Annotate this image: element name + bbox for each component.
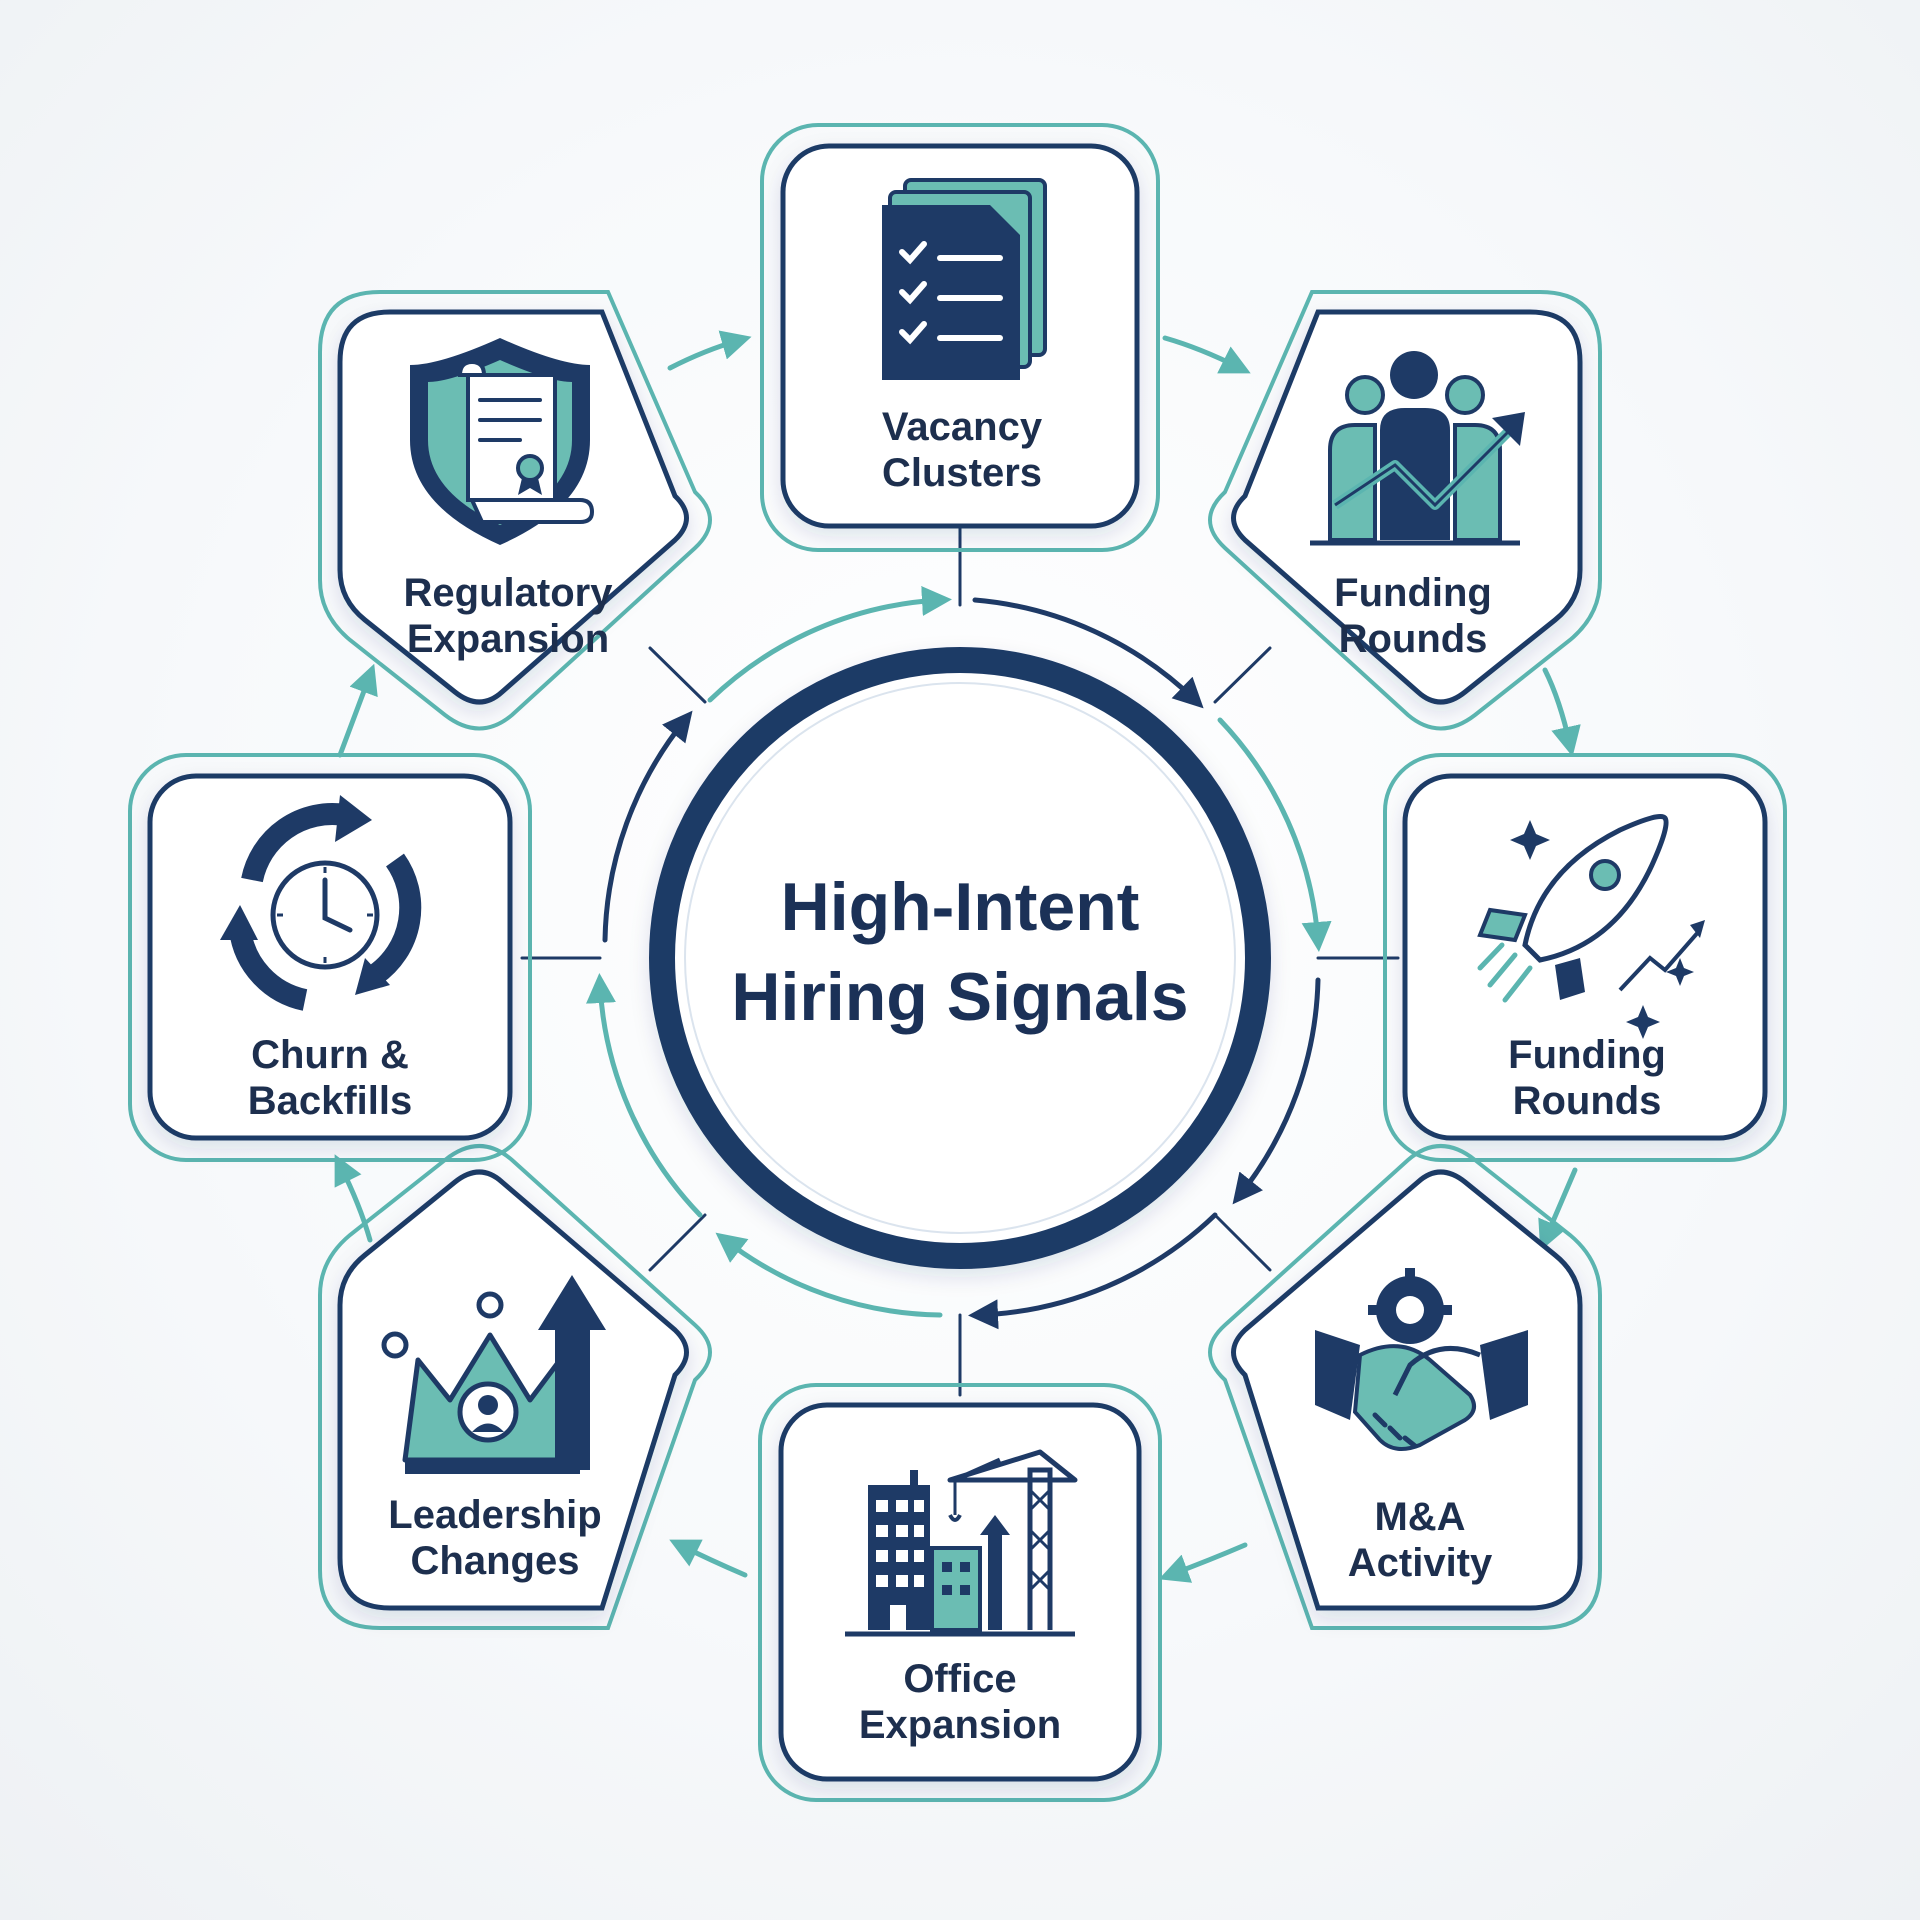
arrow-vacancy-to-funding-1	[1162, 335, 1251, 374]
rocket-launch-icon	[1477, 814, 1705, 1039]
ma-label-line2: Activity	[1348, 1541, 1493, 1585]
vacancy-label-line1: Vacancy	[882, 405, 1043, 449]
spoke-lines	[520, 523, 1400, 1397]
center-hub: High-Intent Hiring Signals	[649, 647, 1271, 1269]
churn-label-line2: Backfills	[248, 1079, 413, 1123]
card-regulatory-expansion: Regulatory Expansion	[318, 290, 712, 731]
funding-2-label-line2: Rounds	[1513, 1079, 1662, 1123]
card-leadership-changes: Leadership Changes	[318, 1144, 712, 1630]
card-funding-rounds-2: Funding Rounds	[1383, 753, 1787, 1162]
card-office-expansion: Office Expansion	[758, 1383, 1162, 1802]
regulatory-label-line2: Expansion	[407, 617, 609, 661]
inner-flow-arcs	[586, 586, 1332, 1330]
arrow-regulatory-to-vacancy	[667, 330, 752, 371]
card-churn-backfills: Churn & Backfills	[128, 753, 532, 1162]
clock-cycle-icon	[220, 795, 422, 1011]
card-ma-activity: M&A Activity	[1208, 1144, 1602, 1630]
center-title-line2: Hiring Signals	[731, 959, 1188, 1035]
card-vacancy-clusters: Vacancy Clusters	[760, 123, 1160, 552]
center-title-line1: High-Intent	[781, 869, 1140, 945]
shield-certificate-icon	[410, 338, 595, 545]
regulatory-label-line1: Regulatory	[404, 571, 614, 615]
arrow-funding-2-to-ma	[1538, 1167, 1578, 1252]
handshake-gear-icon	[1315, 1268, 1528, 1451]
building-crane-icon	[845, 1449, 1078, 1637]
leadership-label-line1: Leadership	[388, 1493, 601, 1537]
vacancy-label-line2: Clusters	[882, 451, 1042, 495]
office-label-line1: Office	[903, 1657, 1016, 1701]
crown-person-arrow-icon	[381, 1275, 606, 1474]
ma-label-line1: M&A	[1374, 1495, 1465, 1539]
arrow-ma-to-office	[1158, 1542, 1248, 1583]
funding-2-label-line1: Funding	[1508, 1033, 1666, 1077]
arrow-churn-to-regulatory	[337, 663, 378, 758]
card-funding-rounds-1: Funding Rounds	[1208, 290, 1602, 731]
arrow-office-to-leadership	[669, 1539, 748, 1578]
churn-label-line1: Churn &	[251, 1033, 409, 1077]
checklist-documents-icon	[882, 178, 1047, 380]
team-growth-chart-icon	[1310, 351, 1525, 546]
leadership-label-line2: Changes	[411, 1539, 580, 1583]
office-label-line2: Expansion	[859, 1703, 1061, 1747]
funding-1-label-line1: Funding	[1334, 571, 1492, 615]
arrow-funding-1-to-funding-2	[1542, 667, 1581, 757]
outer-flow-arrows	[334, 330, 1581, 1583]
arrow-leadership-to-churn	[334, 1154, 373, 1243]
funding-1-label-line2: Rounds	[1339, 617, 1488, 661]
